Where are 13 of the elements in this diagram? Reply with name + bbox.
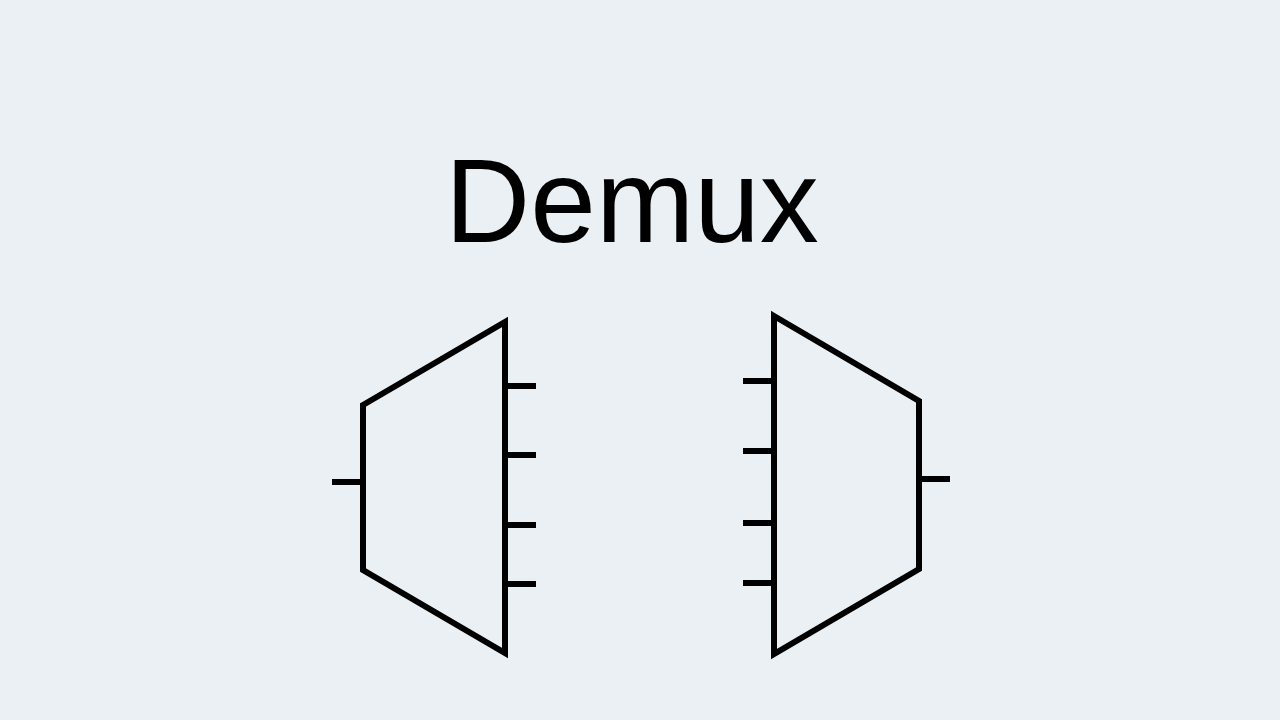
pin-line xyxy=(508,383,536,389)
multiplexer-symbol xyxy=(771,313,922,657)
pin-line xyxy=(743,580,771,586)
title: Demux xyxy=(445,134,819,269)
demultiplexer-symbol xyxy=(360,319,508,656)
pin-line xyxy=(508,452,536,458)
pin-line xyxy=(743,448,771,454)
pin-line xyxy=(922,476,950,482)
pin-line xyxy=(332,479,360,485)
pin-line xyxy=(508,522,536,528)
pin-line xyxy=(743,378,771,384)
pin-line xyxy=(508,581,536,587)
pin-line xyxy=(743,520,771,526)
